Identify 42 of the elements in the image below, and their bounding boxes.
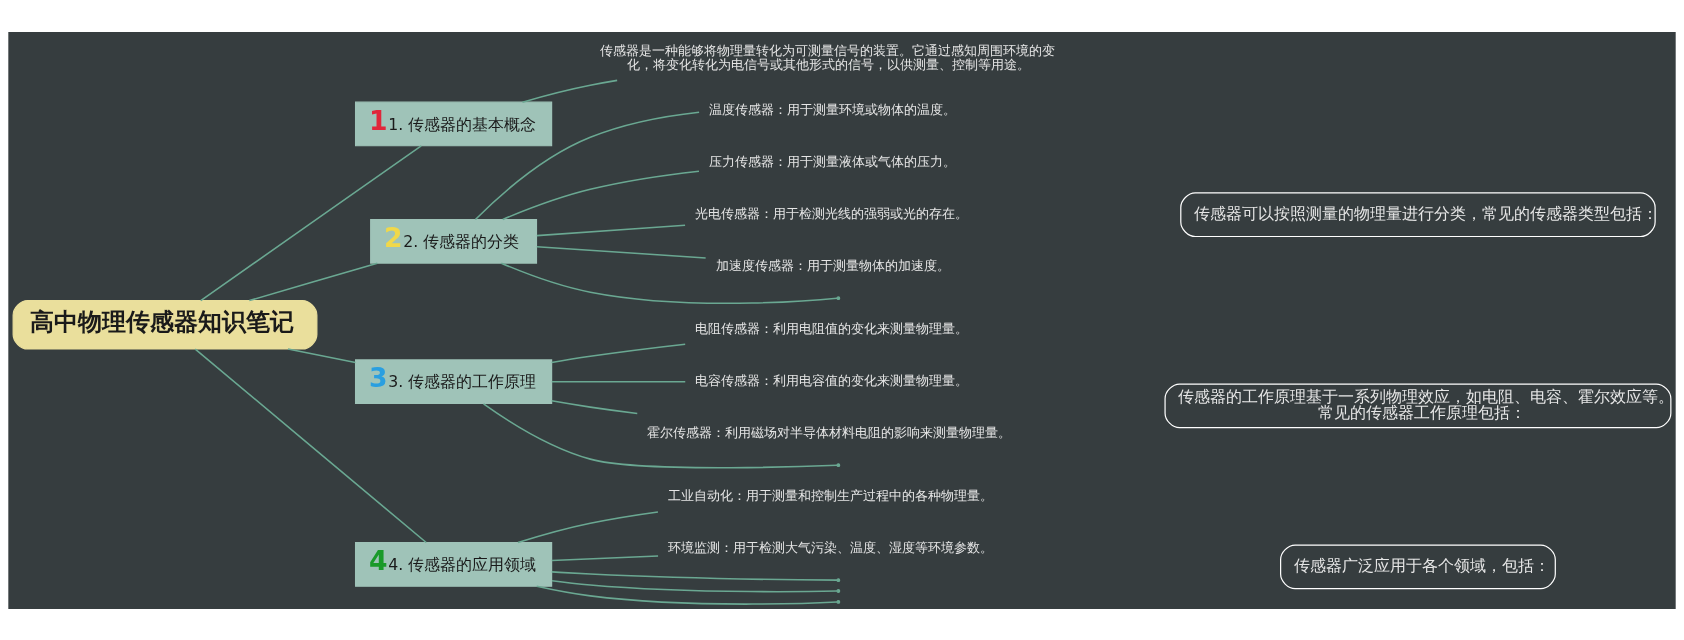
node-text: 压力传感器：用于测量液体或气体的压力。 — [708, 153, 956, 169]
node-text: 电阻传感器：利用电阻值的变化来测量物理量。 — [694, 320, 968, 336]
node-text: 霍尔传感器：利用磁场对半导体材料电阻的影响来测量物理量。 — [647, 424, 1012, 440]
connector — [551, 380, 687, 382]
connector — [199, 144, 423, 301]
node-point — [836, 577, 841, 582]
connector — [474, 110, 700, 220]
connector — [482, 402, 838, 468]
connector — [550, 342, 686, 363]
node-box: 33. 传感器的工作原理 — [354, 358, 553, 404]
node-text: 环境监测：用于检测大气污染、温度、湿度等环境参数。 — [667, 539, 993, 555]
node-text: 温度传感器：用于测量环境或物体的温度。 — [708, 101, 956, 117]
node-point — [836, 599, 841, 604]
node-box: 传感器广泛应用于各个领域，包括： — [1280, 543, 1556, 589]
connector — [551, 579, 838, 592]
node-box: 高中物理传感器知识笔记 — [12, 299, 318, 350]
node-text: 加速度传感器：用于测量物体的加速度。 — [715, 257, 950, 273]
node-box: 1 1. 传感器的基本概念 — [354, 101, 553, 146]
connector — [535, 584, 838, 605]
connector — [550, 399, 639, 414]
connector — [287, 347, 357, 363]
node-box: 44. 传感器的应用领域 — [354, 541, 553, 587]
node-point — [836, 295, 841, 300]
connector — [536, 245, 707, 259]
connector — [536, 224, 686, 236]
node-box: 传感器可以按照测量的物理量进行分类，常见的传感器类型包括： — [1180, 191, 1656, 237]
node-point — [836, 462, 841, 467]
node-text: 传感器是一种能够将物理量转化为可测量信号的装置。它通过感知周围环境的变化，将变化转化为电信号或其他形式的信号，以供测量、控制等用途。 — [600, 42, 1055, 72]
node-box: 传感器的工作原理基于一系列物理效应，如电阻、电容、霍尔效应等。常见的传感器工作原理包括： — [1164, 383, 1672, 428]
connector — [194, 347, 427, 543]
node-text: 电容传感器：利用电容值的变化来测量物理量。 — [694, 372, 968, 388]
connector — [501, 169, 700, 220]
connector — [500, 261, 838, 304]
node-text: 光电传感器：用于检测光线的强弱或光的存在。 — [694, 205, 968, 221]
connector — [517, 510, 659, 543]
connector — [551, 554, 659, 561]
node-text: 工业自动化：用于测量和控制生产过程中的各种物理量。 — [667, 487, 993, 503]
connector — [248, 261, 379, 301]
connector — [521, 79, 618, 103]
node-point — [836, 588, 841, 593]
connector — [550, 570, 838, 581]
node-box: 22. 传感器的分类 — [370, 218, 538, 264]
